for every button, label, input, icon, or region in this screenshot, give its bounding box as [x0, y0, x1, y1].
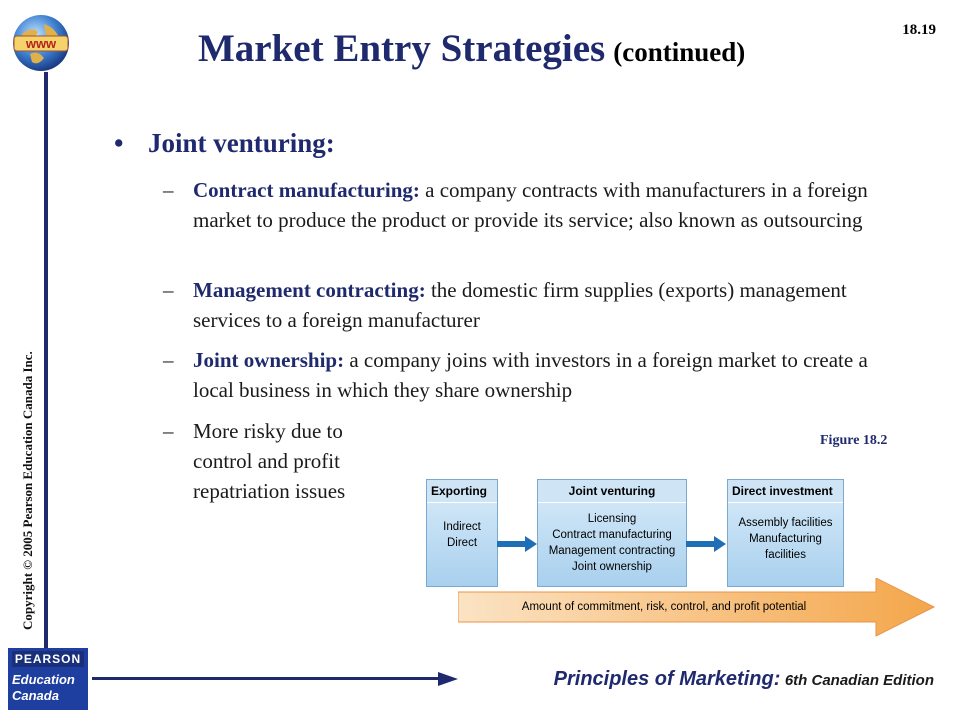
footer-book-title: Principles of Marketing: 6th Canadian Ed… — [554, 668, 934, 691]
pearson-line-education: Education — [12, 672, 75, 687]
bullet-label: Joint venturing: — [148, 128, 335, 158]
left-vertical-rule — [44, 72, 48, 652]
commitment-arrow — [458, 578, 936, 637]
box-item: Management contracting — [548, 545, 676, 557]
box-item: Indirect — [443, 521, 481, 533]
box-item: Assembly facilities — [738, 517, 833, 529]
commitment-label: Amount of commitment, risk, control, and… — [521, 601, 807, 613]
slide-number: 18.19 — [902, 22, 936, 38]
box-item: Direct — [446, 537, 478, 549]
subitem-management-contracting: – Management contracting: the domestic f… — [163, 275, 903, 335]
globe-www-logo-icon: www — [13, 15, 69, 71]
box-heading: Direct investment — [728, 480, 843, 503]
footer-edition: 6th Canadian Edition — [784, 672, 934, 689]
figure-caption: Figure 18.2 — [820, 433, 888, 448]
pearson-logo: PEARSON Education Canada — [8, 648, 88, 710]
footer-arrow-icon — [438, 672, 458, 686]
subitem-contract-manufacturing: – Contract manufacturing: a company cont… — [163, 175, 903, 235]
dash-marker: – — [163, 419, 174, 443]
arrow-right-icon — [686, 536, 726, 552]
dash-marker: – — [163, 278, 174, 302]
box-heading: Joint venturing — [538, 480, 686, 503]
slide-title-suffix: (continued) — [613, 37, 746, 67]
box-item: Licensing — [587, 513, 637, 525]
arrow-right-icon — [497, 536, 537, 552]
diagram-box-direct-investment: Direct investment Assembly facilities Ma… — [727, 479, 844, 587]
diagram-box-joint-venturing: Joint venturing Licensing Contract manuf… — [537, 479, 687, 587]
box-heading: Exporting — [427, 480, 497, 503]
box-item: Joint ownership — [572, 561, 652, 573]
globe-text: www — [25, 36, 57, 51]
footer-rule — [92, 677, 442, 680]
subitem-more-risky: – More risky due to control and profit r… — [163, 416, 393, 506]
diagram-box-exporting: Exporting Indirect Direct — [426, 479, 498, 587]
subitem-text: More risky due to control and profit rep… — [193, 419, 346, 503]
dash-marker: – — [163, 348, 174, 372]
slide-title-main: Market Entry Strategies — [198, 27, 606, 70]
bullet-dot-icon: • — [114, 128, 124, 158]
subitem-text: the domestic firm supplies (exports) man… — [193, 278, 847, 332]
box-item: Manufacturing — [749, 533, 822, 545]
subitem-term: Management contracting: — [193, 278, 426, 302]
subitem-term: Joint ownership: — [193, 348, 345, 372]
box-item: facilities — [765, 549, 806, 561]
bullet-joint-venturing: • Joint venturing: — [114, 128, 335, 159]
pearson-wordmark: PEARSON — [12, 651, 84, 667]
slide-title: Market Entry Strategies(continued) — [198, 26, 745, 71]
subitem-text: a company contracts with manufacturers i… — [193, 178, 868, 232]
footer-main: Principles of Marketing: — [553, 668, 781, 690]
pearson-line-canada: Canada — [12, 688, 59, 703]
box-item: Contract manufacturing — [552, 529, 672, 541]
subitem-text: a company joins with investors in a fore… — [193, 348, 868, 402]
dash-marker: – — [163, 178, 174, 202]
subitem-term: Contract manufacturing: — [193, 178, 420, 202]
copyright-text: Copyright © 2005 Pearson Education Canad… — [20, 351, 35, 630]
subitem-joint-ownership: – Joint ownership: a company joins with … — [163, 345, 903, 405]
